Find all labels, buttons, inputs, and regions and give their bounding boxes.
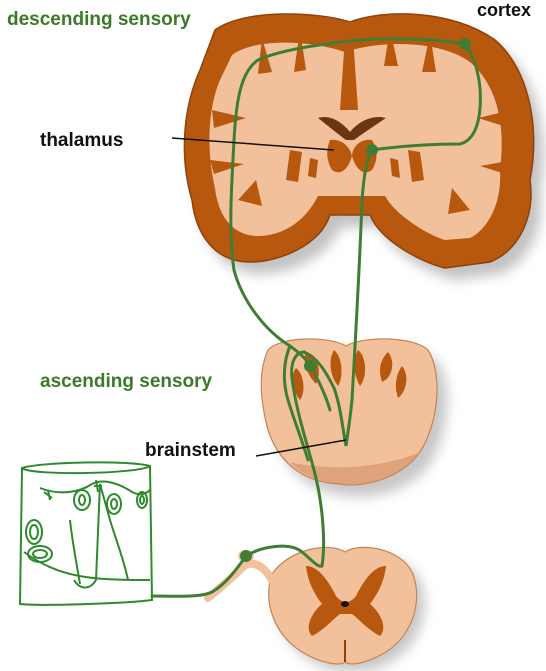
spinal-cord-section (269, 547, 425, 671)
ascending-sensory-label: ascending sensory (40, 371, 212, 393)
thalamus-label: thalamus (40, 130, 123, 152)
spinal-synapse (240, 550, 252, 562)
thalamus-synapse (366, 144, 378, 156)
cortex-synapse (459, 38, 471, 50)
brainstem-synapse (304, 360, 316, 372)
descending-sensory-label: descending sensory (7, 9, 191, 31)
cortex-label: cortex (477, 0, 531, 21)
cerebrum-section (184, 14, 543, 280)
brainstem-label: brainstem (145, 440, 236, 462)
skin-receptor-box (20, 462, 152, 604)
